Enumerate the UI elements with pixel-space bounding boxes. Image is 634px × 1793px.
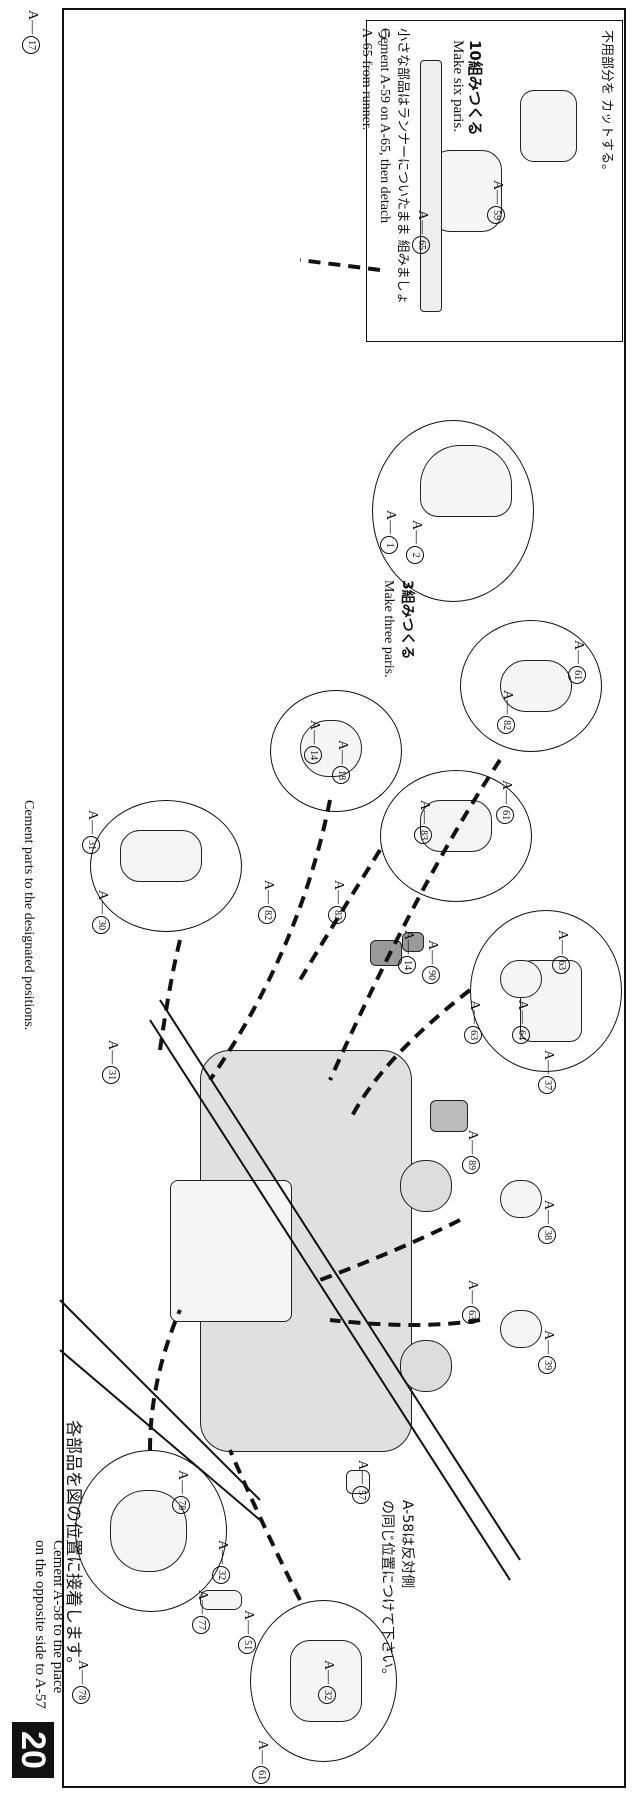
step-number: 20 <box>12 1722 54 1778</box>
label-a83-1: A—83 <box>414 800 432 845</box>
part-a82 <box>500 660 572 712</box>
label-a64: A—64 <box>512 1000 530 1045</box>
inset-box <box>366 20 623 342</box>
part-a32 <box>290 1640 362 1722</box>
part-a57 <box>346 1470 370 1494</box>
label-a31-1: A—31 <box>82 810 100 855</box>
part-a77 <box>110 1490 187 1572</box>
inset-runner <box>420 60 442 312</box>
part-a37 <box>500 960 542 998</box>
part-a39 <box>500 1310 542 1348</box>
label-a90: A—90 <box>422 940 440 985</box>
label-a61-2: A—61 <box>496 780 514 825</box>
arrow-a77-to-body <box>148 1309 182 1451</box>
turbine-ring-1 <box>400 1160 452 1212</box>
label-a2: A—2 <box>406 520 424 565</box>
arrow-a83-to-body <box>298 848 382 982</box>
step-instruction-jp: 各部品を図の位置に接着します。 <box>63 1420 83 1674</box>
label-a63-3: A—63 <box>462 1280 480 1325</box>
step-instruction-en-1: Cement A-58 to the place <box>50 1540 66 1694</box>
part-a38 <box>500 1180 542 1218</box>
part-a2 <box>420 445 512 517</box>
label-a61-1: A—61 <box>568 640 586 685</box>
antenna-line-1 <box>59 1299 261 1501</box>
label-a31-2: A—31 <box>102 1040 120 1085</box>
antenna-line-2 <box>59 1349 261 1521</box>
arrow-a30-to-body <box>158 939 182 1051</box>
label-a51: A—51 <box>238 1610 256 1655</box>
arrow-a63-to-body <box>348 988 472 1121</box>
arrow-top-inset <box>299 258 381 272</box>
label-a82-1: A—82 <box>497 690 515 735</box>
label-a63-2: A—63 <box>464 1000 482 1045</box>
part-a83 <box>420 800 492 852</box>
label-a39: A—39 <box>538 1330 556 1375</box>
label-a82-2: A—82 <box>258 880 276 925</box>
arrow-a32-to-body <box>228 1449 302 1601</box>
label-a61-3: A—61 <box>252 1740 270 1785</box>
label-a57: A—57 <box>352 1460 370 1505</box>
turbine-ring-2 <box>400 1340 452 1392</box>
label-a89: A—89 <box>462 1130 480 1175</box>
inset-part-a59 <box>520 90 577 162</box>
label-a63-1: A—63 <box>552 930 570 975</box>
label-a65-inset: A—65 <box>412 210 430 255</box>
step-instruction-en-2: on the opposite side to A-57 <box>32 1540 48 1709</box>
label-a32-2: A—32 <box>318 1660 336 1705</box>
part-a14-panel <box>370 940 402 966</box>
a58-note-line-1: A-58は反対側 <box>399 1500 415 1589</box>
part-a30 <box>120 830 202 882</box>
label-a17: A—17 <box>22 10 40 55</box>
hull-line-1 <box>159 999 521 1561</box>
label-a37: A—37 <box>538 1050 556 1095</box>
step-frame <box>62 8 626 1788</box>
label-a38: A—38 <box>538 1200 556 1245</box>
part-a89 <box>430 1100 468 1132</box>
label-a14-2: A—14 <box>398 930 416 975</box>
label-a1: A—1 <box>380 510 398 555</box>
arrow-a82-to-body <box>328 758 502 1081</box>
label-a32-1: A—32 <box>212 1540 230 1585</box>
label-a59-inset: A—59 <box>487 180 505 225</box>
bubble-a30-a31 <box>90 800 242 932</box>
part-a18 <box>300 720 362 777</box>
part-a90 <box>402 932 424 952</box>
part-a51 <box>200 1590 242 1610</box>
label-a18: A—18 <box>332 740 350 785</box>
hull-line-2 <box>149 1019 511 1581</box>
a58-note-line-2: の同じ位置につけて下さい。 <box>379 1500 395 1682</box>
label-a30: A—30 <box>92 890 110 935</box>
arrow-a38-to-body <box>319 1218 461 1282</box>
label-a83-2: A—83 <box>328 880 346 925</box>
arrow-a14-to-body <box>208 799 332 1082</box>
label-a78-1: A—78 <box>172 1470 190 1515</box>
arrow-a39-to-body <box>329 1318 481 1327</box>
label-a77: A—77 <box>192 1590 210 1635</box>
engine-block <box>170 1180 292 1322</box>
label-a14-1: A—14 <box>304 720 322 765</box>
